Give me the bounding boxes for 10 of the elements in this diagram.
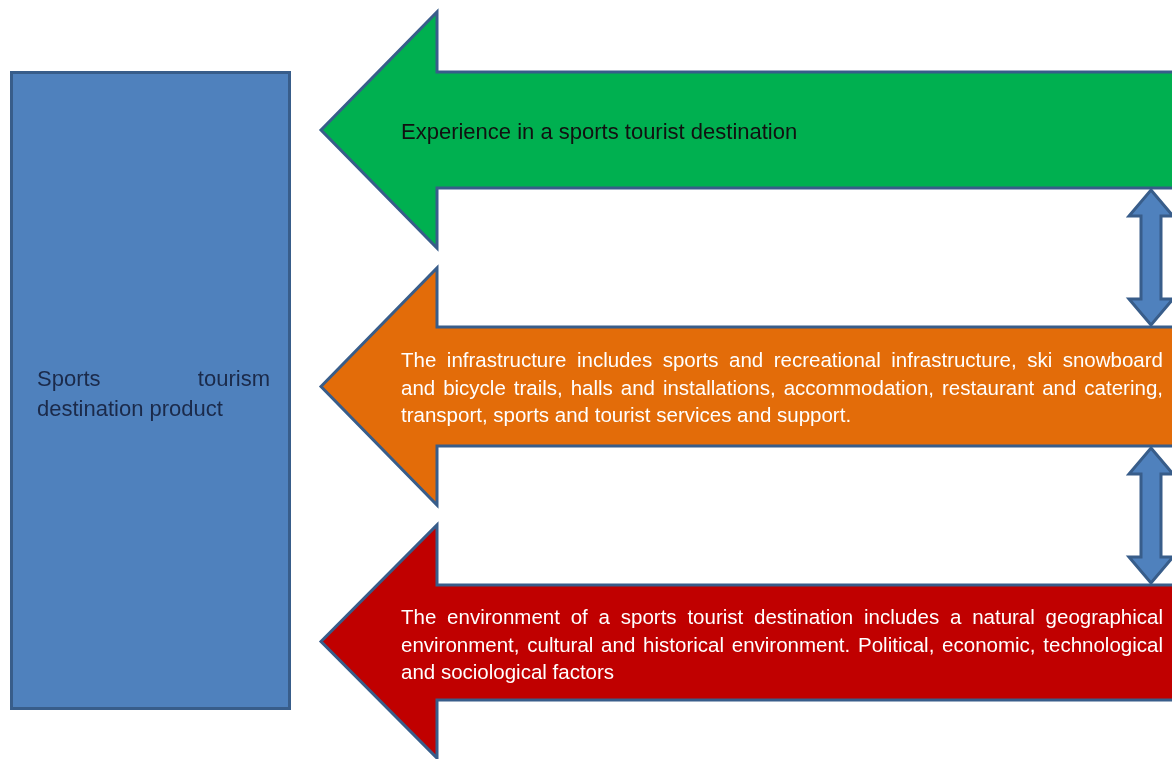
arrow-band	[319, 523, 1172, 759]
arrow-band	[319, 10, 1172, 250]
arrow-text: Experience in a sports tourist destination	[401, 118, 799, 146]
product-label: Sports tourism destination product	[37, 365, 270, 423]
product-box	[10, 71, 291, 710]
arrow-band	[319, 266, 1172, 507]
arrow-text: The environment of a sports tourist destination includes a natural geographical environment, cultural and historical environment. Political, economic, technological and sociological factors	[401, 604, 1163, 686]
double-arrow	[1125, 445, 1172, 586]
arrow-text: The infrastructure includes sports and recreational infrastructure, ski snowboard and bicycle trails, halls and installations, accommodation, restaurant and catering, transport, sports and tourist services and support.	[401, 347, 1163, 429]
double-arrow	[1125, 187, 1172, 328]
